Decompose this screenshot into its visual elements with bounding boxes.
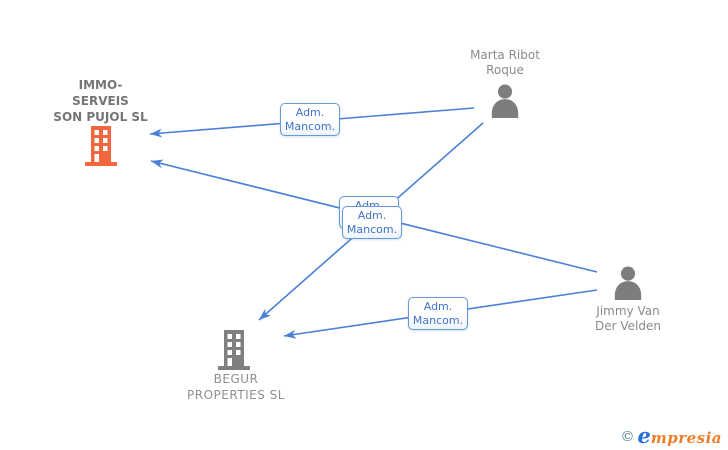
edge-label-text: Adm. (357, 209, 387, 222)
copyright-icon: © (620, 429, 635, 445)
edge-label-text: Adm. (295, 106, 325, 119)
person-icon[interactable] (489, 84, 521, 122)
building-icon[interactable] (82, 125, 120, 170)
building-icon[interactable] (215, 329, 253, 374)
edge-label-text: Mancom. (412, 314, 464, 327)
node-label-begur-properties-sl[interactable]: BEGUR PROPERTIES SL (187, 372, 285, 402)
brand-text: mpresia (650, 429, 722, 447)
node-label-jimmy-van-der-velden[interactable]: Jimmy Van Der Velden (595, 304, 661, 333)
edge-label-text: Adm. (423, 300, 453, 313)
edge-label-marta-immo: Adm. Mancom. (280, 103, 340, 136)
empresia-logo: ©empresia (620, 423, 722, 448)
node-label-immo-serveis-son-pujol-sl[interactable]: IMMO- SERVEIS SON PUJOL SL (53, 78, 148, 124)
node-label-marta-ribot-roque[interactable]: Marta Ribot Roque (470, 48, 540, 77)
person-icon[interactable] (612, 266, 644, 304)
edge-label-jimmy-begur: Adm. Mancom. (408, 297, 468, 330)
edge-label-jimmy-immo: Adm. Mancom. (342, 206, 402, 239)
edge-label-text: Mancom. (346, 223, 398, 236)
brand-letter-e: e (637, 423, 651, 448)
edge-label-text: Mancom. (284, 120, 336, 133)
